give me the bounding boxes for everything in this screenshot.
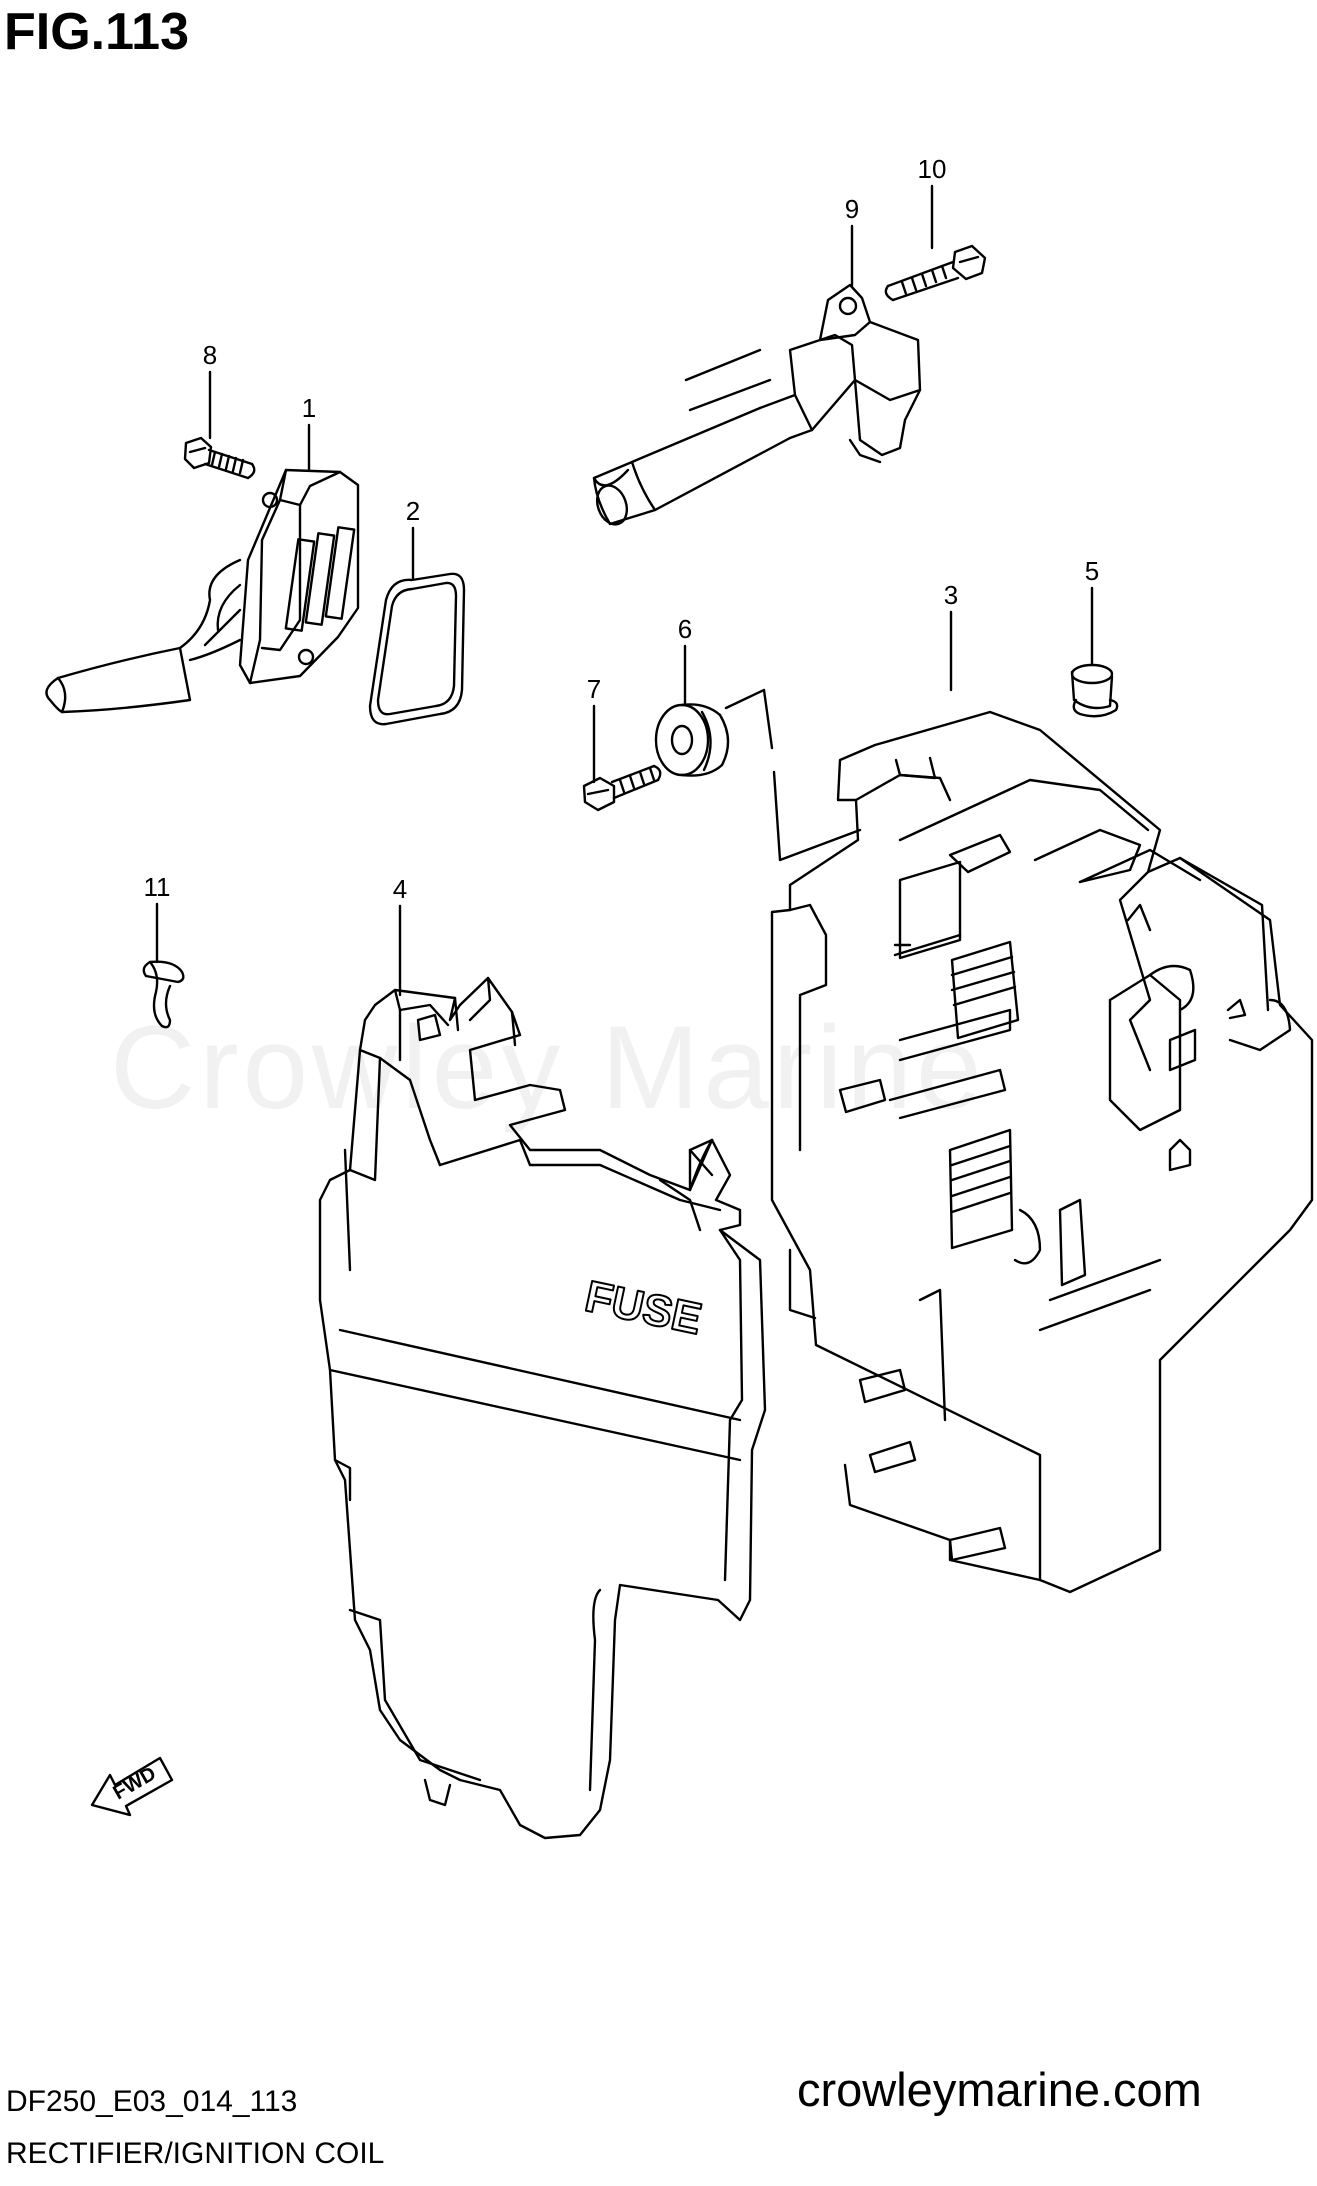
part-5-grommet	[1070, 663, 1119, 718]
part-8-bolt	[183, 436, 256, 480]
figure-name: RECTIFIER/IGNITION COIL	[6, 2137, 385, 2170]
callout-8: 8	[202, 340, 218, 370]
part-2-gasket	[368, 572, 466, 726]
callout-10: 10	[917, 154, 947, 184]
part-7-bolt	[582, 764, 662, 812]
fuse-label-group: FUSE	[580, 1271, 707, 1345]
callout-4: 4	[392, 874, 408, 904]
callout-7: 7	[586, 674, 602, 704]
figure-title: FIG.113	[4, 3, 189, 61]
part-11-clip	[142, 960, 185, 1029]
leader-lines	[155, 184, 1094, 997]
watermark-text: Crowley Marine	[110, 1002, 986, 1134]
part-1-rectifier	[45, 468, 360, 714]
callout-2: 2	[405, 496, 421, 526]
part-4-fuse-cover	[318, 976, 767, 1840]
callout-11: 11	[143, 872, 171, 902]
part-6-grommet	[654, 703, 730, 777]
part-10-bolt	[884, 244, 987, 302]
website-label: crowleymarine.com	[797, 2063, 1202, 2116]
figure-code: DF250_E03_014_113	[6, 2085, 298, 2118]
callout-1: 1	[301, 393, 317, 423]
fuse-label: FUSE	[581, 1272, 706, 1344]
callout-5: 5	[1084, 556, 1100, 586]
callout-9: 9	[844, 194, 860, 224]
callout-3: 3	[943, 580, 959, 610]
fwd-label: FWD	[110, 1763, 160, 1805]
part-3-fuse-box	[770, 710, 1314, 1594]
callout-6: 6	[677, 614, 693, 644]
part-9-ignition-coil	[592, 283, 922, 526]
leader-dashed-line	[724, 688, 862, 862]
fwd-arrow: FWD	[90, 1756, 174, 1817]
